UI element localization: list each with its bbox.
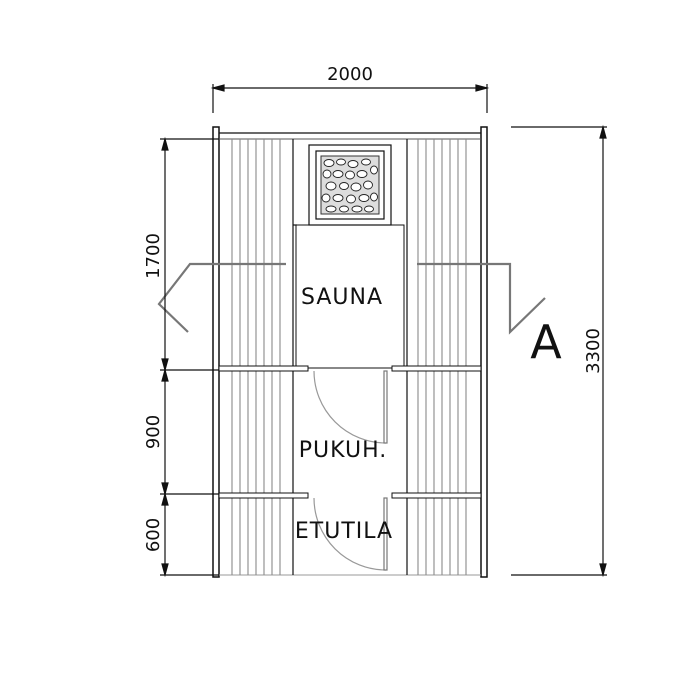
room-label-porch: ETUTILA — [295, 519, 393, 544]
room-label-dressing: PUKUH. — [299, 438, 387, 463]
door-sauna — [313, 370, 388, 444]
door-dressing — [313, 497, 388, 571]
right-wall-slats — [417, 139, 467, 575]
dimension-width — [210, 84, 490, 113]
building-structure — [212, 126, 488, 578]
sauna-floor-area — [295, 224, 405, 369]
dimension-total-length — [511, 124, 607, 578]
section-marker-label: A — [530, 315, 562, 369]
right-end-post — [480, 126, 488, 578]
dimension-total-length-label: 3300 — [583, 328, 604, 374]
dimension-left-segments — [160, 136, 219, 578]
dimension-porch-length-label: 600 — [143, 518, 164, 552]
section-cut-line — [157, 262, 546, 335]
partition-wall-sauna-dressing — [218, 365, 482, 372]
partition-wall-dressing-porch — [218, 492, 482, 499]
dimension-width-label: 2000 — [327, 64, 373, 85]
dimension-dressing-length-label: 900 — [143, 415, 164, 449]
room-label-sauna: SAUNA — [301, 285, 383, 310]
left-wall-slats — [231, 139, 281, 575]
left-end-post — [212, 126, 220, 578]
sauna-stove-stones-icon — [308, 144, 392, 226]
dimension-sauna-length-label: 1700 — [143, 233, 164, 279]
